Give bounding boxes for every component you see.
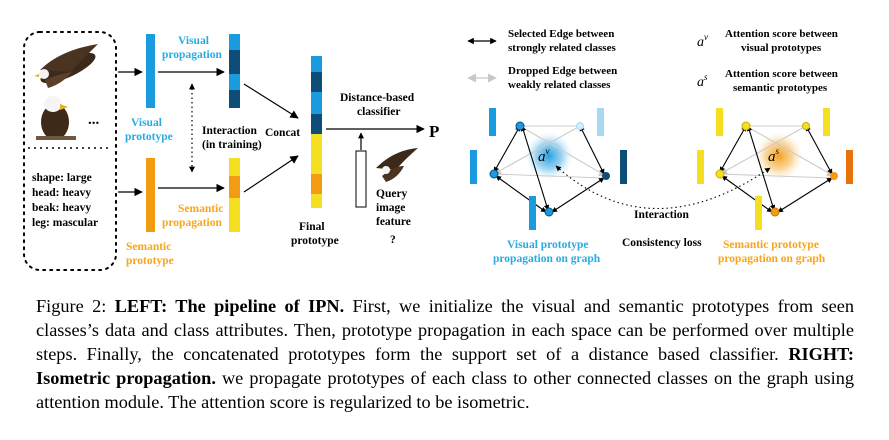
- input-ellipsis: ...: [88, 112, 100, 128]
- visual-attention-symbol: av: [538, 146, 550, 165]
- arrow-visual-to-concat: [243, 83, 299, 119]
- semantic-graph-label-2: propagation on graph: [718, 253, 826, 265]
- final-prototype-label-1: Final: [299, 221, 325, 233]
- legend-as-text-2: semantic prototypes: [733, 82, 828, 94]
- legend-av-text-2: visual prototypes: [741, 42, 822, 54]
- query-label-1: Query: [376, 188, 408, 200]
- visual-graph-label-2: propagation on graph: [493, 253, 601, 265]
- query-eagle-image: [376, 148, 418, 182]
- eagle-perched-image: [36, 96, 76, 140]
- interaction-label-2: (in training): [202, 139, 262, 151]
- semantic-propagation-label-1: Semantic: [178, 203, 223, 215]
- visual-graph-label-1: Visual prototype: [507, 239, 588, 251]
- query-label-3: feature: [376, 216, 411, 228]
- consistency-dotted-curve: [555, 165, 771, 210]
- visual-propagation-label-1: Visual: [178, 35, 209, 47]
- attribute-leg: leg: mascular: [32, 217, 98, 229]
- semantic-graph-label-1: Semantic prototype: [723, 239, 819, 251]
- consistency-loss-label: Consistency loss: [622, 237, 702, 249]
- legend-av-symbol: av: [697, 32, 708, 50]
- legend-as-text-1: Attention score between: [725, 68, 838, 80]
- semantic-propagated-bar: [229, 158, 240, 232]
- attribute-beak: beak: heavy: [32, 202, 91, 214]
- input-dotted-box: [23, 31, 117, 271]
- figure-caption: Figure 2: LEFT: The pipeline of IPN. Fir…: [36, 294, 854, 414]
- interaction-right-label: Interaction: [634, 209, 690, 221]
- eagle-flying-image: [34, 44, 98, 88]
- visual-prototype-bar: [146, 34, 155, 108]
- legend-selected-text-1: Selected Edge between: [508, 28, 614, 40]
- legend-av-text-1: Attention score between: [725, 28, 838, 40]
- legend-as-symbol: as: [697, 72, 708, 90]
- caption-bold-right: RIGHT: Isometric propagation.: [36, 344, 854, 388]
- classifier-label-1: Distance-based: [340, 92, 415, 104]
- semantic-graph: [697, 108, 853, 230]
- semantic-attention-symbol: as: [768, 146, 780, 165]
- output-p-label: P: [429, 122, 439, 141]
- concat-label: Concat: [265, 127, 300, 139]
- legend-dropped-text-2: weakly related classes: [508, 79, 611, 91]
- query-label-2: image: [376, 202, 405, 214]
- visual-prototype-label-1: Visual: [131, 117, 162, 129]
- legend-selected-text-2: strongly related classes: [508, 42, 616, 54]
- classifier-label-2: classifier: [357, 106, 400, 118]
- interaction-label-1: Interaction: [202, 125, 258, 137]
- visual-propagated-bar: [229, 34, 240, 108]
- visual-prototype-label-2: prototype: [125, 131, 173, 143]
- query-feature-bar: [355, 150, 367, 208]
- arrow-semantic-to-concat: [243, 155, 299, 193]
- attribute-list: shape: large head: heavy beak: heavy leg…: [32, 172, 98, 229]
- visual-propagation-label-2: propagation: [162, 49, 222, 61]
- final-prototype-label-2: prototype: [291, 235, 339, 247]
- caption-bold-left: LEFT: The pipeline of IPN.: [114, 296, 345, 316]
- caption-prefix: Figure 2:: [36, 296, 115, 316]
- semantic-prototype-label-1: Semantic: [126, 241, 171, 253]
- figure: ... shape: large head: heavy beak: heavy…: [23, 28, 853, 271]
- caption-text-left: First, we initialize the visual and sema…: [36, 296, 854, 364]
- semantic-prototype-bar: [146, 158, 155, 232]
- caption-text-right: we propagate prototypes of each class to…: [36, 368, 854, 412]
- figure-svg: ... shape: large head: heavy beak: heavy…: [23, 28, 853, 271]
- visual-graph: [470, 108, 627, 230]
- attribute-head: head: heavy: [32, 187, 91, 199]
- semantic-propagation-label-2: propagation: [162, 217, 222, 229]
- semantic-prototype-label-2: prototype: [126, 255, 174, 267]
- legend-dropped-text-1: Dropped Edge between: [508, 65, 617, 77]
- final-prototype-bar: [311, 56, 322, 208]
- query-mark: ?: [390, 234, 396, 246]
- attribute-shape: shape: large: [32, 172, 92, 184]
